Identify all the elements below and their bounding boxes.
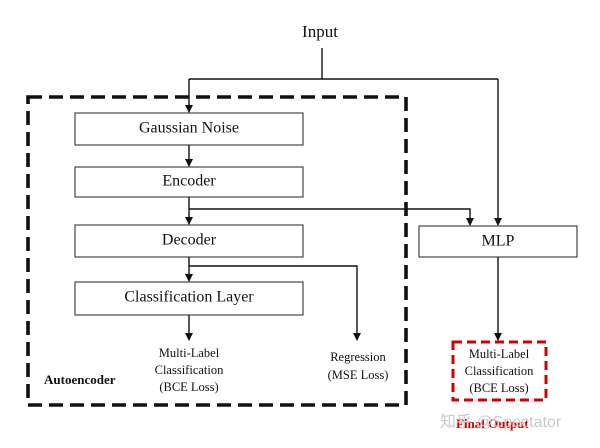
ae-output-line-2: Classification — [155, 363, 224, 377]
mlp-output-line-2: Classification — [465, 364, 534, 378]
arrow-encoder-to-mlp — [189, 208, 474, 226]
mlp-output-line-3: (BCE Loss) — [469, 381, 528, 395]
gaussian-noise-box: Gaussian Noise — [74, 112, 304, 146]
encoder-label: Encoder — [162, 173, 216, 190]
mlp-box: MLP — [418, 225, 578, 258]
regression-line-1: Regression — [330, 350, 386, 364]
mlp-label: MLP — [482, 233, 515, 250]
classification-layer-label: Classification Layer — [124, 289, 254, 306]
autoencoder-frame — [26, 95, 408, 407]
arrow-decoder-to-regression — [189, 265, 361, 341]
autoencoder-label: Autoencoder — [44, 372, 116, 387]
gaussian-noise-label: Gaussian Noise — [139, 120, 239, 137]
watermark: 知乎 @Spectator — [440, 413, 562, 431]
ae-output-line-3: (BCE Loss) — [159, 380, 218, 394]
classification-layer-box: Classification Layer — [74, 281, 304, 316]
decoder-label: Decoder — [162, 232, 217, 249]
input-label: Input — [302, 22, 338, 41]
encoder-box: Encoder — [74, 166, 304, 198]
regression-output: Regression (MSE Loss) — [328, 350, 389, 382]
mlp-classification-output: Multi-Label Classification (BCE Loss) — [451, 340, 548, 402]
decoder-box: Decoder — [74, 224, 304, 258]
regression-line-2: (MSE Loss) — [328, 368, 389, 382]
ae-output-line-1: Multi-Label — [159, 346, 220, 360]
mlp-output-line-1: Multi-Label — [469, 347, 530, 361]
final-output-label: Final Output — [456, 416, 529, 431]
final-output-frame — [451, 340, 548, 402]
autoencoder-classification-output: Multi-Label Classification (BCE Loss) — [155, 346, 224, 394]
